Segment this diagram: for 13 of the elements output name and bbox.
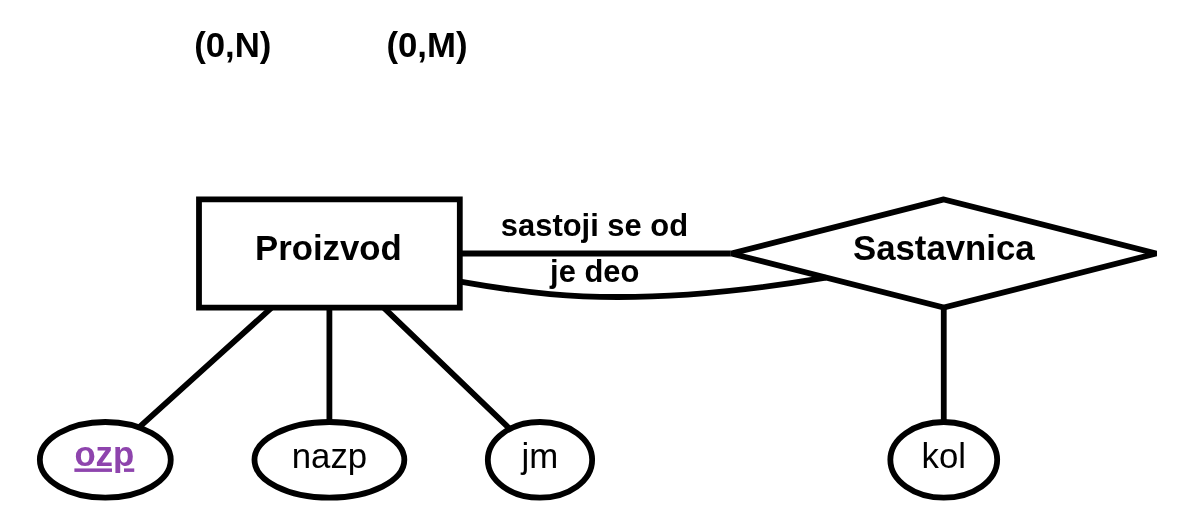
edge-label: je deo [549,254,639,290]
node-box: Proizvod [195,196,463,311]
node-ellipse: ozp [36,419,174,501]
connector [326,308,332,422]
node-ellipse: jm [484,419,595,501]
connector [459,250,731,257]
edge-label: sastoji se od [500,207,688,243]
connector [459,274,826,300]
connector [940,308,947,422]
label: (0,M) [385,26,467,65]
node-ellipse: nazp [251,419,407,501]
label: (0,N) [193,26,271,65]
node-ellipse: kol [886,419,1000,501]
